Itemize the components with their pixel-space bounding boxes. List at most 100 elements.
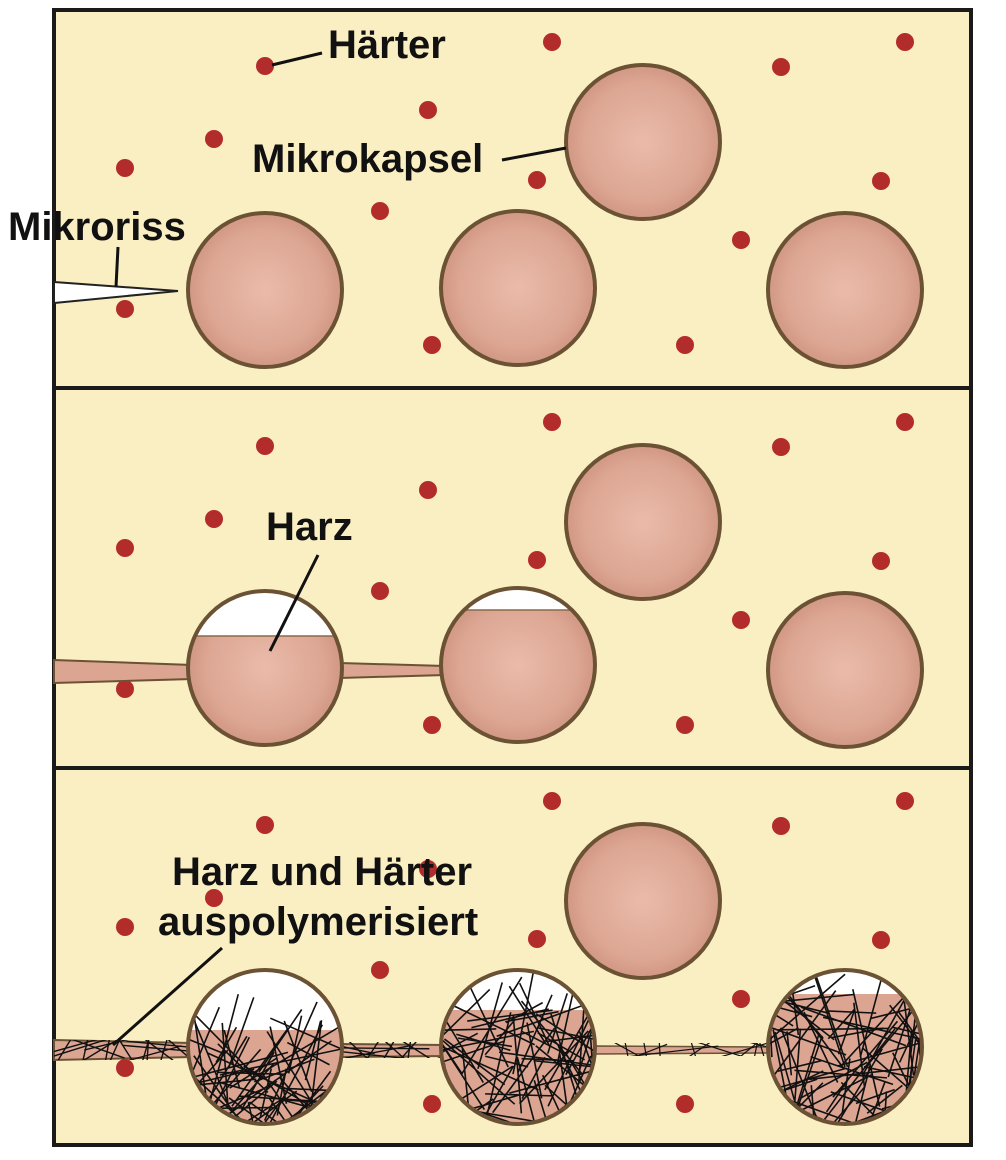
polymer-strand [287,1015,303,1074]
hardener-dot [205,130,223,148]
polymer-strand [109,1040,121,1060]
polymer-strand [460,976,523,1075]
polymer-strand [249,1021,341,1081]
polymer-strand [340,1050,408,1058]
hardener-dot [676,1095,694,1113]
microcapsule [439,209,597,367]
polymer-strand [407,1042,412,1058]
polymer-strand [779,1027,819,1120]
hardener-dot [205,510,223,528]
polymer-strand [254,1058,315,1083]
hardener-dot [896,33,914,51]
polymer-strand [912,1016,921,1081]
polymer-strand [769,973,846,1058]
polymer-strand [769,991,813,1018]
polymer-strand [348,1042,368,1058]
polymer-strand [517,994,553,1073]
hardener-dot [528,551,546,569]
polymer-strand [589,1039,594,1123]
hardener-dot [371,961,389,979]
resin-channel [339,661,446,680]
polymer-strand [546,993,569,1054]
polymer-strand [82,1040,89,1060]
hardener-dot [256,57,274,75]
polymer-strand [71,1040,125,1059]
polymer-strand [270,1017,341,1053]
hardener-dot [543,413,561,431]
polymer-strand [827,1008,856,1040]
hardener-dot [116,300,134,318]
polymer-strand [516,1056,549,1123]
polymer-strand [689,1043,711,1056]
polymer-strand [721,1043,770,1056]
microcrack-leader [114,246,120,288]
polymer-strand [903,1001,915,1076]
polymer-strand [198,1080,278,1123]
polymer-strand [340,1045,375,1055]
polymer-strand [194,1022,229,1103]
microcapsule [766,211,924,369]
polymer-strand [817,1109,887,1123]
polymer-strand [160,1040,168,1060]
polymer-strand [249,1101,292,1123]
polymer-strand [126,1040,194,1049]
polymer-strand [769,985,816,1019]
hardener-dot [371,202,389,220]
polymer-strand [383,1042,395,1058]
hardener-dot [896,413,914,431]
polymer-strand [217,1043,269,1094]
hardener-dot [732,990,750,1008]
polymer-strand [512,1015,523,1114]
emptied-capsule [439,586,597,744]
hardener-dot [732,611,750,629]
hardener-dot [256,437,274,455]
polymer-strand [228,1097,300,1123]
hardener-dot [116,918,134,936]
polymer-strand [54,1040,98,1053]
polymer-strand [477,982,503,1070]
polymer-strand [796,1073,874,1114]
panel-1-capsules [53,63,924,369]
panel-3-capsules [53,822,924,1126]
hardener-dot [423,1095,441,1113]
hardener-dot [676,336,694,354]
polymer-strand [866,1084,903,1114]
polymer-strand [204,994,240,1118]
polymer-strand [862,1047,921,1115]
hardener-dot [423,336,441,354]
hardener-dot [896,792,914,810]
polymer-strand [859,971,890,1058]
polymer-strand [269,1026,288,1105]
hardener-dot [872,931,890,949]
polymer-strand [810,1085,817,1123]
polymer-strand [505,1010,559,1023]
polymer-strand [189,1068,255,1086]
polymer-strand [442,972,485,1083]
polymer-strand [276,1068,287,1116]
polymer-strand [258,1009,303,1073]
polymer-strand [509,1059,594,1094]
hardener-dot [543,792,561,810]
polymer-strand [442,1098,494,1123]
hardener-dot [772,438,790,456]
polymer-strand [442,1041,539,1091]
polymer-strand [535,1013,594,1064]
polymer-strand [342,1047,430,1050]
polymer-strand [442,1040,505,1065]
hardener-dot [205,889,223,907]
polymer-strand [304,1020,322,1081]
polymer-strand [794,1069,888,1079]
polymer-strand [259,1068,273,1118]
label-cured-line1: Harz und Härter [172,850,472,894]
polymer-strand [104,1040,110,1060]
polymer-strand [787,994,846,1070]
polymer-strand [658,1043,661,1056]
hardener-dots [116,33,914,1113]
polymer-strand [442,1032,479,1058]
microcapsule [564,822,722,980]
hardener-dot [528,930,546,948]
resin-channel [53,658,193,685]
hardener-dot [116,680,134,698]
panel-2-capsules [53,443,924,749]
